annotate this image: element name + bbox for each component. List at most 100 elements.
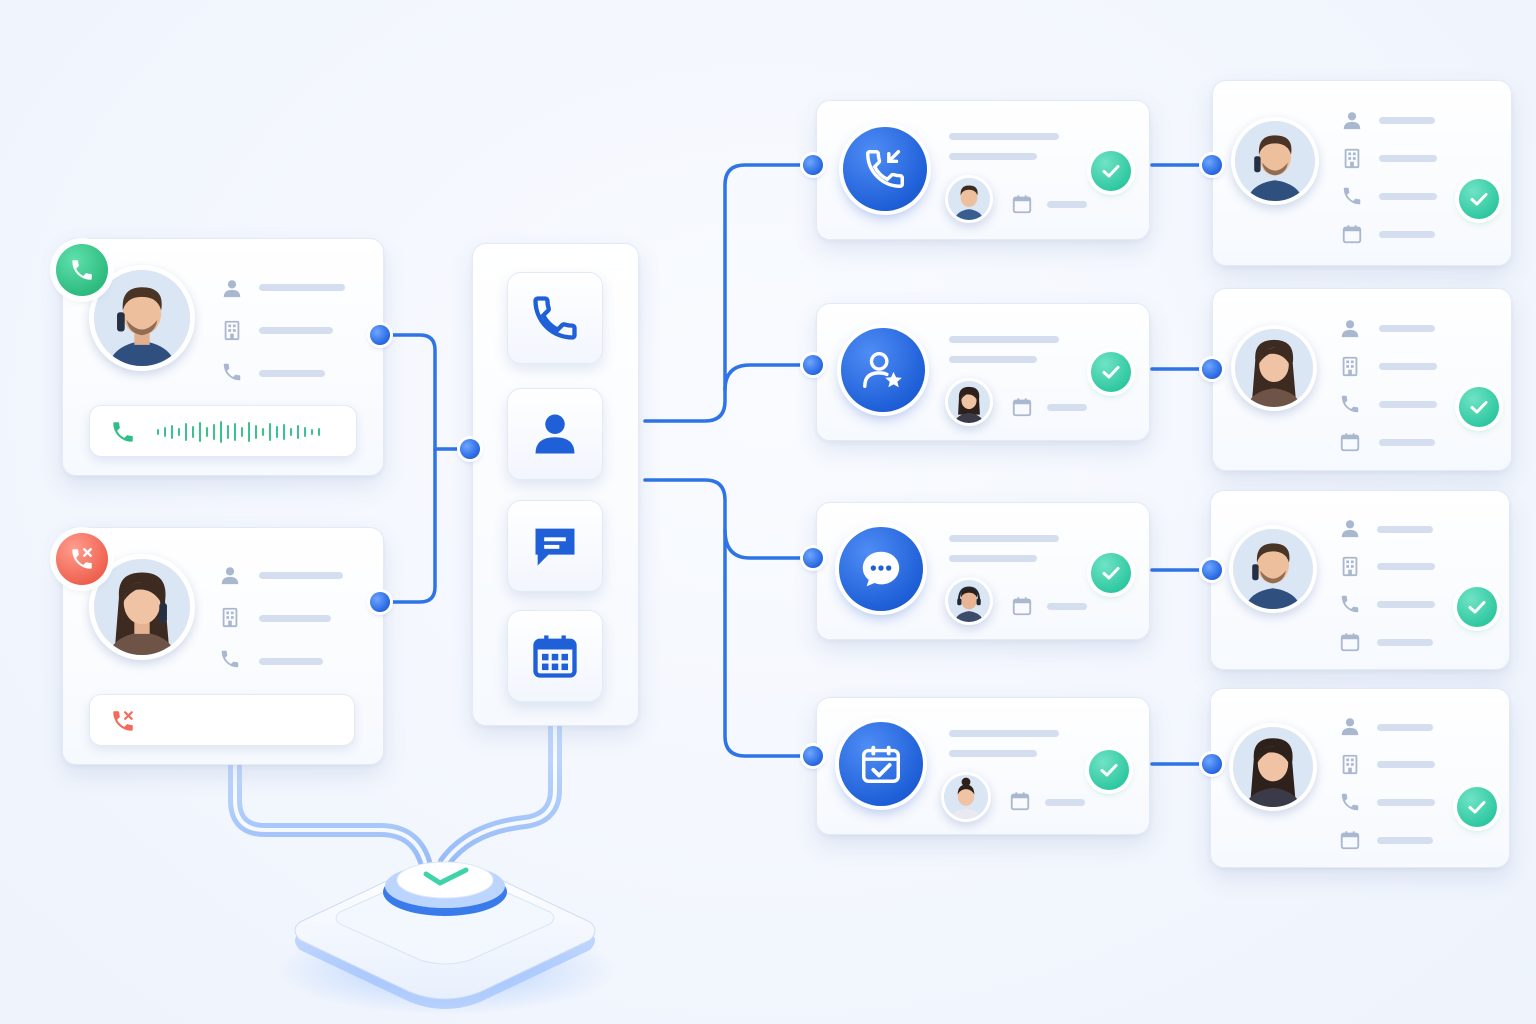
title-placeholder	[949, 133, 1059, 140]
phone-placeholder	[1377, 799, 1435, 806]
completed-check-icon	[1091, 553, 1131, 593]
call-transfer-icon	[843, 127, 927, 211]
date-placeholder	[1377, 639, 1433, 646]
subtitle-placeholder	[949, 153, 1037, 160]
route-card-chat[interactable]	[816, 502, 1150, 640]
name-placeholder	[1379, 117, 1435, 124]
phone-icon	[533, 296, 577, 340]
phone-icon	[1339, 791, 1361, 813]
company-placeholder	[259, 327, 333, 334]
wire-call1-merge	[378, 333, 472, 451]
agent-avatar	[945, 577, 993, 625]
company-placeholder	[1377, 761, 1435, 768]
phone-icon	[1341, 185, 1363, 207]
agent-avatar	[945, 175, 993, 223]
phone-icon	[221, 361, 243, 383]
call-audio-waveform	[89, 405, 357, 457]
company-placeholder	[1379, 155, 1437, 162]
route-card-calendar[interactable]	[816, 697, 1150, 835]
wire-hub-top	[643, 163, 814, 423]
chat-icon	[535, 528, 575, 566]
person-avatar	[1231, 325, 1317, 411]
check-icon	[423, 867, 469, 886]
male-caller-icon	[1235, 121, 1315, 201]
wire-branch-2	[723, 363, 814, 392]
route-card-call-transfer[interactable]	[816, 100, 1150, 240]
channel-selector-panel	[472, 243, 639, 726]
route-card-contact-favorite[interactable]	[816, 303, 1150, 441]
building-icon	[1339, 555, 1361, 577]
missed-call-bar	[89, 694, 355, 746]
date-placeholder	[1377, 837, 1433, 844]
user-icon	[1339, 317, 1361, 339]
title-placeholder	[949, 336, 1059, 343]
subtitle-placeholder	[949, 750, 1037, 757]
female-bun-agent-icon	[944, 775, 988, 819]
female-caller-icon	[1235, 329, 1313, 407]
wire-branch-3	[723, 528, 814, 560]
date-placeholder	[1047, 404, 1087, 411]
connector-dot	[803, 155, 823, 175]
building-icon	[1341, 147, 1363, 169]
connector-dot	[1202, 754, 1222, 774]
phone-placeholder	[1379, 193, 1437, 200]
completed-check-icon	[1457, 787, 1497, 827]
profile-card[interactable]	[1212, 288, 1512, 471]
caller-avatar	[89, 554, 195, 660]
user-icon	[535, 414, 575, 454]
chat-bubble-icon	[839, 527, 923, 611]
user-icon	[221, 277, 243, 299]
call-declined-badge	[56, 533, 108, 585]
user-icon	[219, 564, 241, 586]
connector-dot	[1202, 359, 1222, 379]
phone-placeholder	[259, 658, 323, 665]
channel-contact-button[interactable]	[507, 388, 603, 480]
profile-card[interactable]	[1212, 80, 1512, 266]
channel-chat-button[interactable]	[507, 500, 603, 592]
calendar-icon	[1341, 223, 1363, 245]
caller-avatar	[89, 265, 195, 371]
calendar-icon	[1339, 631, 1361, 653]
channel-phone-button[interactable]	[507, 272, 603, 364]
completed-check-icon	[1459, 179, 1499, 219]
calendar-icon	[1339, 829, 1361, 851]
headset-agent-icon	[948, 580, 990, 622]
profile-card[interactable]	[1210, 688, 1510, 868]
connector-dot	[460, 439, 480, 459]
female-caller-icon	[94, 559, 190, 655]
contact-favorite-icon	[841, 328, 925, 412]
connector-dot	[370, 325, 390, 345]
missed-call-icon	[113, 711, 133, 731]
connector-dot	[370, 592, 390, 612]
calendar-icon	[1011, 595, 1033, 617]
title-placeholder	[949, 730, 1059, 737]
phone-icon	[72, 260, 92, 280]
completed-check-icon	[1457, 587, 1497, 627]
subtitle-placeholder	[949, 356, 1037, 363]
calendar-icon	[533, 635, 577, 678]
date-placeholder	[1045, 799, 1085, 806]
phone-icon	[1339, 593, 1361, 615]
name-placeholder	[1377, 724, 1433, 731]
connector-dot	[1202, 155, 1222, 175]
user-icon	[1341, 109, 1363, 131]
user-icon	[1339, 517, 1361, 539]
channel-calendar-button[interactable]	[507, 610, 603, 702]
waveform-icon	[157, 421, 320, 443]
processing-hub	[275, 861, 615, 1015]
person-avatar	[1229, 723, 1317, 811]
name-placeholder	[1377, 526, 1433, 533]
building-icon	[1339, 355, 1361, 377]
phone-placeholder	[1379, 401, 1437, 408]
profile-card[interactable]	[1210, 490, 1510, 670]
agent-avatar	[941, 772, 991, 822]
company-placeholder	[1379, 363, 1437, 370]
calendar-icon	[1009, 790, 1031, 812]
wire-call2-merge	[378, 447, 437, 604]
incoming-call-card-declined[interactable]	[62, 527, 384, 765]
calendar-icon	[1011, 396, 1033, 418]
title-placeholder	[949, 535, 1059, 542]
name-placeholder	[259, 572, 343, 579]
phone-placeholder	[259, 370, 325, 377]
incoming-call-card-answered[interactable]	[62, 238, 384, 476]
